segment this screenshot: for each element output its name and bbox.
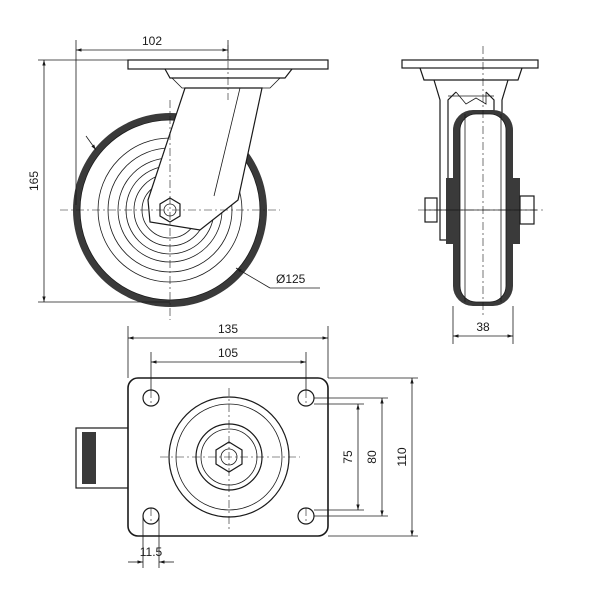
dim-bolt-spacing-outer: 80 xyxy=(365,450,379,464)
dim-total-height: 165 xyxy=(27,171,41,191)
front-top-plate xyxy=(401,59,539,69)
dim-plate-width: 110 xyxy=(395,447,409,466)
axle-nut xyxy=(159,197,181,223)
dim-swivel-width: 102 xyxy=(142,34,162,48)
dim-bolt-hole: 11.5 xyxy=(140,545,163,559)
dim-plate-length: 135 xyxy=(218,322,238,336)
side-view: 102 165 Ø125 xyxy=(27,34,329,320)
bearing-race xyxy=(164,68,293,79)
dim-bolt-spacing-long: 105 xyxy=(218,346,238,360)
top-view: 135 105 75 80 110 11.5 xyxy=(75,322,418,568)
dim-wheel-width: 38 xyxy=(476,320,490,334)
front-view: 38 xyxy=(401,46,545,344)
dim-wheel-diameter: Ø125 xyxy=(276,272,306,286)
dim-bolt-spacing-inner: 75 xyxy=(341,450,355,464)
